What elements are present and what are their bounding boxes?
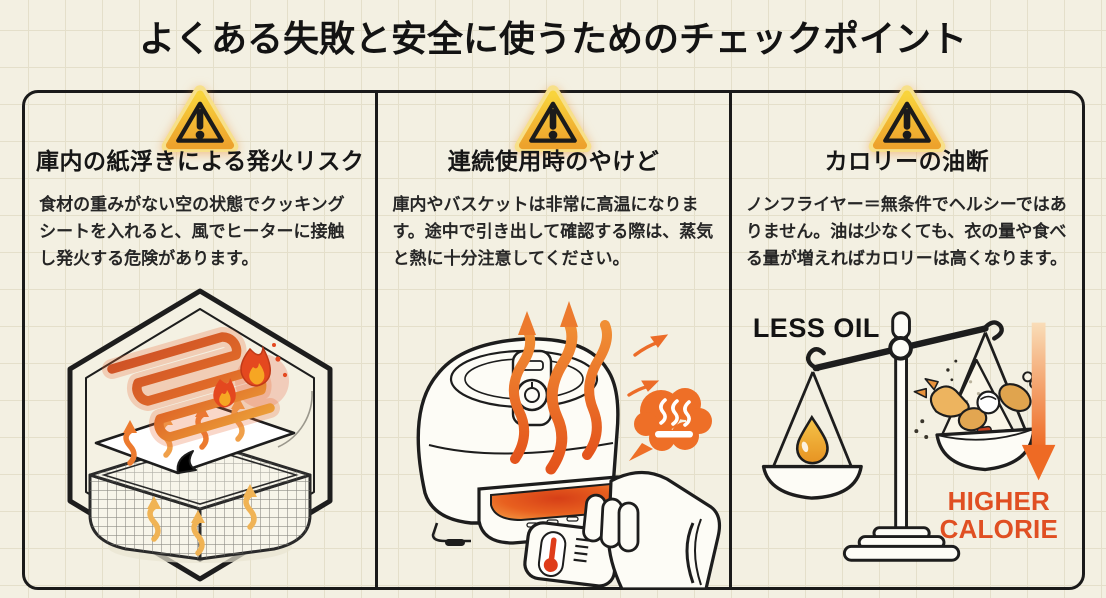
panel-body: ノンフライヤー＝無条件でヘルシーではありません。油は少なくても、衣の量や食べる量… bbox=[745, 195, 1068, 269]
panel-heading: 庫内の紙浮きによる発火リスク bbox=[36, 148, 365, 174]
small-heat-arrow-icon bbox=[627, 334, 669, 397]
flame-icon bbox=[213, 343, 288, 408]
panel-continuous-use-burn: 連続使用時のやけど 庫内やバスケットは非常に高温になります。途中で引き出して確認… bbox=[375, 85, 728, 589]
less-oil-label: LESS OIL bbox=[752, 313, 880, 343]
down-arrow-icon bbox=[1021, 322, 1056, 481]
cooking-sheet bbox=[94, 390, 313, 475]
panel-body: 食材の重みがない空の状態でクッキングシートを入れると、風でヒーターに接触し発火す… bbox=[39, 195, 345, 269]
balance-scale bbox=[761, 311, 1027, 562]
panel-paper-fire-risk: 庫内の紙浮きによる発火リスク 食材の重みがない空の状態でクッキングシートを入れる… bbox=[25, 85, 375, 589]
page-title: よくある失敗と安全に使うためのチェックポイント bbox=[138, 18, 967, 59]
steam-bubble-icon bbox=[629, 388, 713, 461]
panel-body: 庫内やバスケットは非常に高温になります。途中で引き出して確認する際は、蒸気と熱に… bbox=[392, 195, 714, 269]
fire-risk-illustration bbox=[26, 283, 374, 589]
food-bowl bbox=[913, 358, 1040, 472]
warning-triangle-icon bbox=[512, 82, 594, 152]
warning-triangle-icon bbox=[159, 82, 241, 152]
steam-arrowhead-icon bbox=[560, 301, 579, 327]
panel-calorie-caution: カロリーの油断 ノンフライヤー＝無条件でヘルシーではありません。油は少なくても、… bbox=[728, 85, 1082, 589]
burn-risk-illustration bbox=[379, 283, 727, 589]
panel-heading: 連続使用時のやけど bbox=[447, 148, 660, 174]
mesh-basket bbox=[88, 439, 312, 561]
calorie-scale-illustration: LESS OIL HIGHER CALORIE bbox=[733, 283, 1081, 589]
higher-calorie-label: HIGHER CALORIE bbox=[939, 486, 1059, 544]
steam-arrowhead-icon bbox=[518, 311, 537, 335]
warning-triangle-icon bbox=[866, 82, 948, 152]
oil-drop-icon bbox=[795, 414, 829, 465]
checkpoint-board: 庫内の紙浮きによる発火リスク 食材の重みがない空の状態でクッキングシートを入れる… bbox=[22, 85, 1085, 590]
panel-heading: カロリーの油断 bbox=[824, 148, 990, 174]
hand bbox=[582, 470, 722, 589]
steam-lines bbox=[509, 317, 613, 475]
